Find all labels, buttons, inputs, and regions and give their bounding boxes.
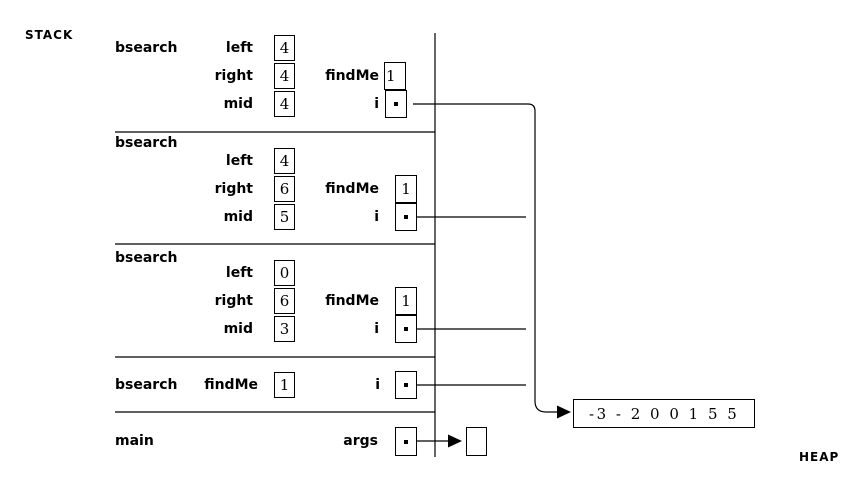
frame-3-function-name: bsearch [115,250,178,266]
frame-2-var-label-i: i [374,209,379,225]
frame-3-var-label-mid: mid [223,321,253,337]
frame-4-function-name: bsearch [115,377,178,393]
frame-2-mid-value-box[interactable]: 5 [274,204,295,230]
frame-3-var-label-findMe: findMe [325,293,379,309]
arrowhead-array-pointer [557,405,571,419]
frame-2-left-value-box[interactable]: 4 [274,148,295,174]
frame-2-var-label-left: left [225,153,253,169]
frame-4-i-pointer-box[interactable] [395,371,417,399]
pointer-dot [404,439,408,444]
stack-region-label: STACK [25,28,74,42]
frame-5-args-pointer-box[interactable] [395,427,417,456]
frame-3-mid-value-box[interactable]: 3 [274,316,295,342]
frame-2-right-value-box[interactable]: 6 [274,176,295,202]
arrowhead-args-pointer [448,434,462,448]
frame-2-function-name: bsearch [115,135,178,151]
pointer-dot [394,102,398,106]
frame-1-var-label-mid: mid [223,96,253,112]
frame-3-var-label-right: right [214,293,253,309]
frame-5-var-label-args: args [343,433,378,449]
frame-1-var-label-left: left [225,40,253,56]
frame-5-function-name: main [115,433,154,449]
frame-2-var-label-mid: mid [223,209,253,225]
frame-2-i-pointer-box[interactable] [395,203,417,231]
frame-3-var-label-i: i [374,321,379,337]
pointer-dot [404,327,408,331]
frame-1-left-value-box[interactable]: 4 [274,35,295,61]
pointer-dot [404,383,408,387]
frame-3-right-value-box[interactable]: 6 [274,288,295,314]
frame-3-findMe-value-box[interactable]: 1 [395,287,417,315]
frame-4-var-label-findMe: findMe [204,377,258,393]
frame-1-var-label-findMe: findMe [325,68,379,84]
heap-args-array-box[interactable] [466,427,487,456]
frame-1-right-value-box[interactable]: 4 [274,63,295,89]
frame-1-findMe-value-box[interactable]: 1 [384,62,406,90]
pointer-line-frame1-to-array [413,103,557,413]
heap-int-array-box[interactable]: -3 - 2 0 0 1 5 5 [573,399,755,428]
frame-2-var-label-findMe: findMe [325,181,379,197]
frame-2-findMe-value-box[interactable]: 1 [395,175,417,203]
frame-1-function-name: bsearch [115,40,178,56]
frame-2-var-label-right: right [214,181,253,197]
frame-3-left-value-box[interactable]: 0 [274,260,295,286]
frame-3-var-label-left: left [225,265,253,281]
frame-4-findMe-value-box[interactable]: 1 [274,372,295,398]
frame-3-i-pointer-box[interactable] [395,315,417,343]
frame-1-mid-value-box[interactable]: 4 [274,91,295,117]
heap-region-label: HEAP [799,450,840,464]
frame-1-var-label-i: i [374,96,379,112]
frame-4-var-label-i: i [375,377,380,393]
pointer-dot [404,215,408,219]
frame-1-i-pointer-box[interactable] [385,90,407,118]
heap-int-array-values: -3 - 2 0 0 1 5 5 [589,404,740,423]
frame-1-var-label-right: right [214,68,253,84]
